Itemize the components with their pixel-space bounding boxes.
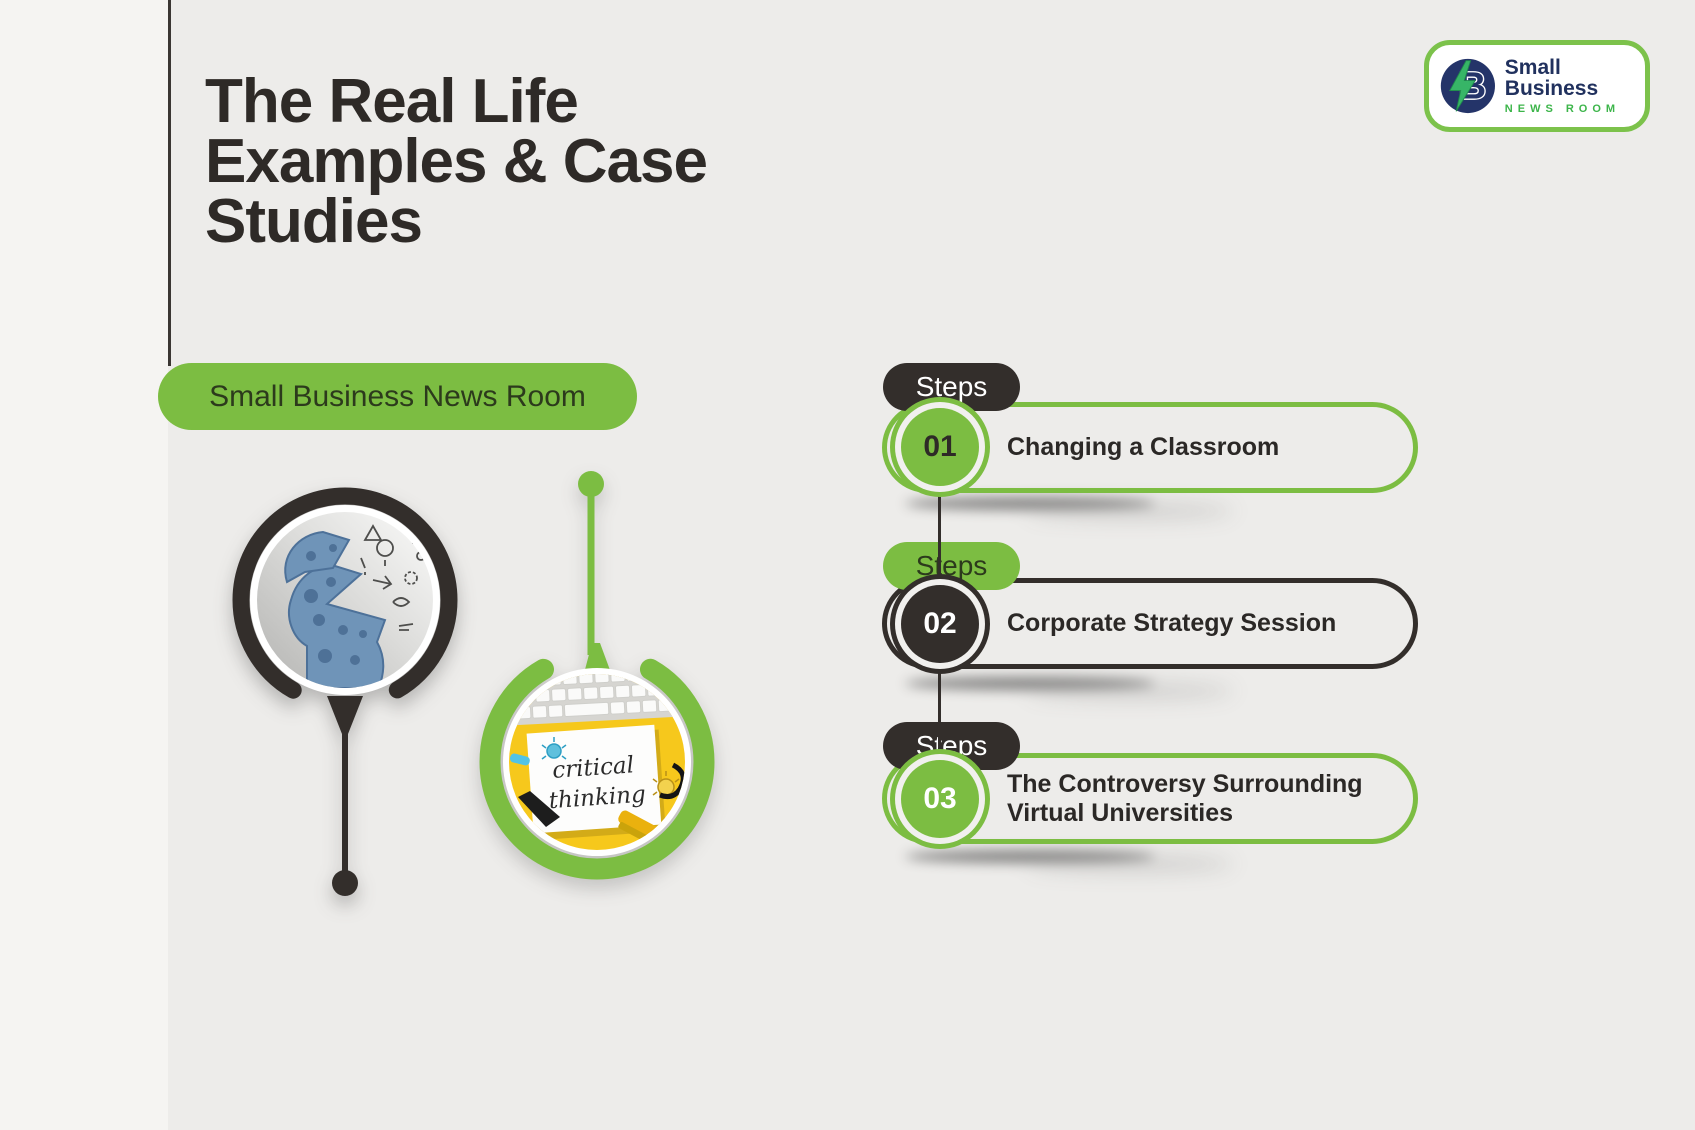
accent-vertical-line	[168, 0, 171, 366]
row-shadow	[905, 850, 1155, 863]
step-title-1: Changing a Classroom	[1007, 433, 1280, 462]
photo-content: critical thinking	[509, 674, 685, 850]
head-gears-photo	[232, 487, 458, 896]
step-badge-label: Steps	[915, 550, 988, 581]
step-badge-2: Steps	[883, 542, 1020, 590]
left-background-band	[0, 0, 168, 1130]
brand-logo-mark: B	[1440, 58, 1495, 114]
step-number: 03	[923, 782, 957, 815]
pin-dot	[332, 870, 358, 896]
dark-tool	[659, 762, 685, 799]
brand-logo: B Small Business NEWS ROOM	[1424, 40, 1650, 132]
paper-note: critical thinking	[526, 724, 666, 841]
connector-line-1	[938, 486, 941, 587]
critical-thinking-photo: critical thinking	[479, 471, 715, 880]
step-badge-label: Steps	[915, 730, 988, 761]
brand-logo-text: Small Business NEWS ROOM	[1505, 57, 1645, 115]
row-shadow	[905, 677, 1155, 690]
blue-bulb-icon	[541, 737, 567, 760]
dark-ring	[232, 487, 458, 713]
step-number: 01	[923, 430, 957, 463]
page-title-line-3: Studies	[205, 187, 423, 256]
stem-dot	[578, 471, 604, 497]
pin-taper	[327, 696, 363, 734]
step-number-circle-3: 03	[901, 760, 979, 838]
step-number-circle-1: 01	[901, 408, 979, 486]
green-ring	[479, 644, 715, 880]
page-title-line-2: Examples & Case	[205, 127, 708, 196]
page-title-line-1: The Real Life	[205, 67, 579, 136]
chalk-piece	[509, 753, 530, 766]
step-badge-1: Steps	[883, 363, 1020, 411]
connector-line-3	[938, 836, 941, 847]
stem-line	[587, 489, 595, 655]
step-row-3	[882, 753, 1418, 844]
connector-line-2	[938, 663, 941, 764]
caption-line-1: critical	[551, 752, 634, 784]
step-title-2: Corporate Strategy Session	[1007, 609, 1337, 638]
brand-name: Small Business	[1504, 56, 1599, 100]
lightning-bolt-icon	[1449, 60, 1476, 112]
step-row-2	[882, 578, 1418, 669]
banner-label: Small Business News Room	[209, 379, 586, 413]
step-number-circle-2: 02	[901, 585, 979, 663]
step-badge-label: Steps	[915, 371, 988, 402]
pen	[518, 791, 560, 827]
banner-pill: Small Business News Room	[158, 363, 637, 430]
step-number: 02	[923, 607, 957, 640]
pin-stem	[342, 728, 348, 872]
row-shadow	[905, 497, 1155, 510]
step-title-3: The Controversy Surrounding Virtual Univ…	[1007, 769, 1363, 827]
page-title: The Real Life Examples & Case Studies	[205, 67, 845, 256]
photo-content	[257, 512, 433, 688]
step-row-1	[882, 402, 1418, 493]
brand-tagline: NEWS ROOM	[1504, 103, 1621, 115]
